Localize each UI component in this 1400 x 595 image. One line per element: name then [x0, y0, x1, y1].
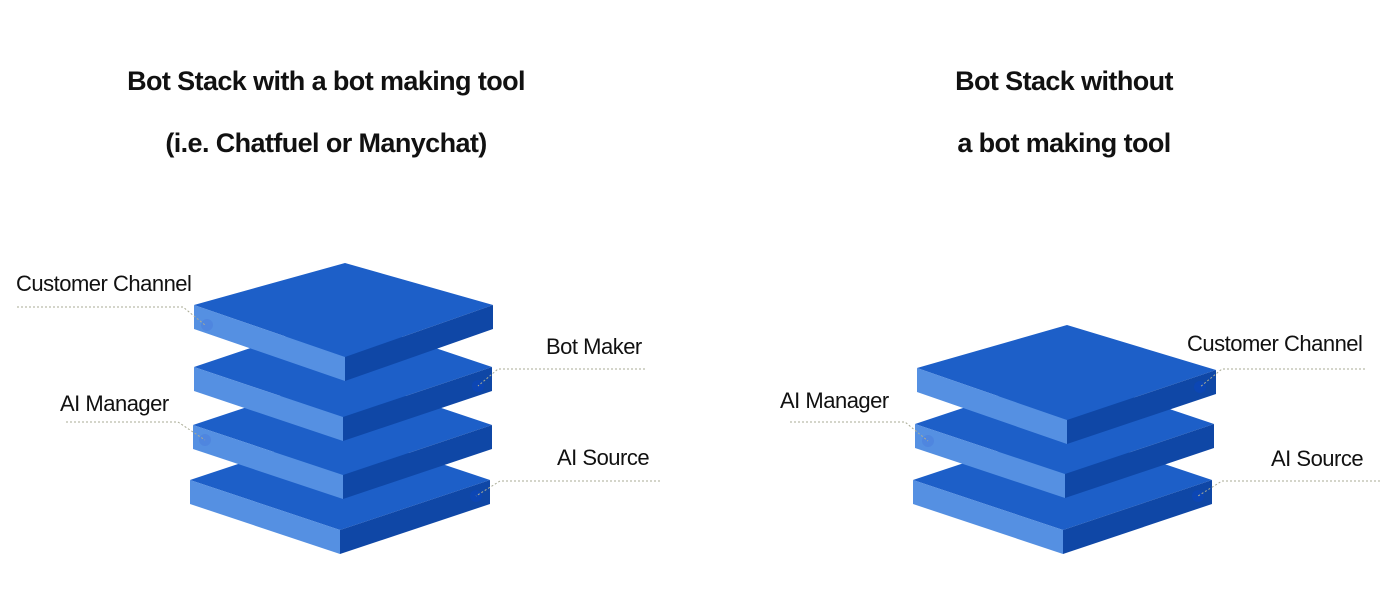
diagram-title-line-2: (i.e. Chatfuel or Manychat) [165, 128, 487, 158]
layer-stack-right: Customer Channel AI Manager AI Source [780, 325, 1380, 554]
leader-bot-maker [477, 368, 645, 387]
diagram-title-line-1: Bot Stack with a bot making tool [127, 66, 525, 96]
leader-ai-manager [790, 421, 929, 442]
leader-customer-channel [17, 306, 206, 326]
layer-label-ai-manager: AI Manager [60, 391, 169, 416]
leader-customer-channel [1199, 368, 1365, 388]
layer-stack-left: Customer Channel Bot Maker AI Manager AI… [16, 263, 660, 554]
slab-customer-channel [194, 263, 493, 381]
layer-label-ai-source: AI Source [557, 445, 649, 470]
diagram-with-bot-maker: Bot Stack with a bot making tool (i.e. C… [16, 66, 660, 554]
leader-ai-source [1197, 480, 1380, 497]
layer-label-ai-source: AI Source [1271, 446, 1363, 471]
leader-ai-source [475, 480, 660, 497]
diagram-without-bot-maker: Bot Stack without a bot making tool [700, 0, 1400, 595]
layer-label-customer-channel: Customer Channel [1187, 331, 1362, 356]
diagram-title-line-2: a bot making tool [957, 128, 1171, 158]
leader-ai-manager [66, 421, 206, 441]
slab-customer-channel [917, 325, 1216, 444]
layer-label-ai-manager: AI Manager [780, 388, 889, 413]
layer-label-bot-maker: Bot Maker [546, 334, 642, 359]
layer-label-customer-channel: Customer Channel [16, 271, 191, 296]
diagram-title-line-1: Bot Stack without [955, 66, 1173, 96]
